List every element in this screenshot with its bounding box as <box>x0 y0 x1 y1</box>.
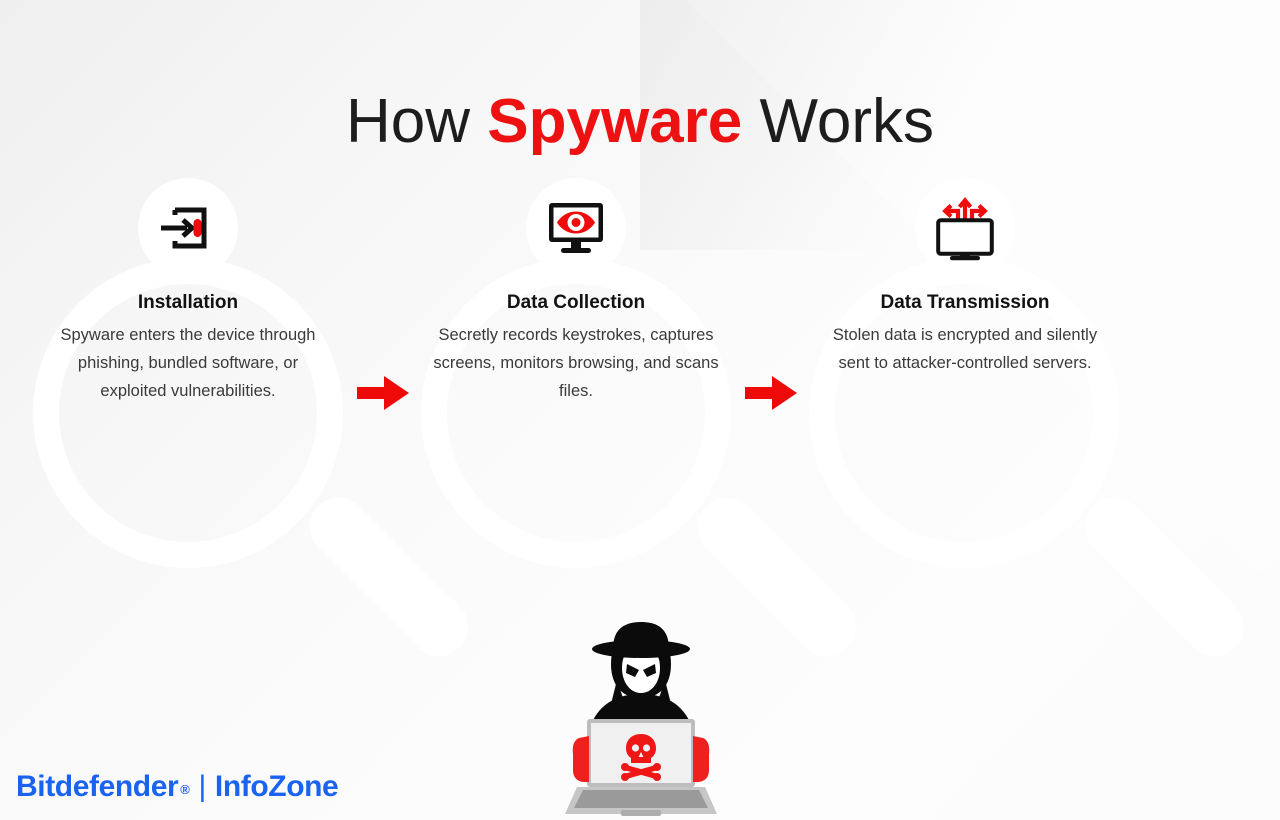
connector-arrow-2 <box>745 376 797 410</box>
arrow-right-icon <box>357 387 387 399</box>
title-prefix: How <box>345 86 488 156</box>
fedora-dent <box>629 625 653 636</box>
eye-right <box>643 664 656 677</box>
step-title: Data Collection <box>506 292 646 313</box>
product-name: InfoZone <box>214 770 339 803</box>
step-description: Stolen data is encrypted and silently se… <box>832 326 1098 372</box>
arrow-head <box>772 376 797 410</box>
brand-name: Bitdefender <box>16 770 179 803</box>
arrow-head <box>384 376 409 410</box>
eye-pupil <box>571 218 581 227</box>
upload-arrows-icon <box>942 197 988 221</box>
collar-right <box>655 680 677 728</box>
gloved-hands-icon <box>572 736 710 782</box>
registered-trademark: ® <box>180 782 190 797</box>
magnifier-handle <box>1073 485 1256 668</box>
step-text: Installation Spyware enters the device t… <box>38 290 338 405</box>
connector-arrow-1 <box>357 376 409 410</box>
title-accent: Spyware <box>487 86 743 156</box>
step-description: Spyware enters the device through phishi… <box>60 326 316 400</box>
skull-crossbones-icon <box>621 734 661 781</box>
logo-separator: | <box>198 770 206 803</box>
laptop-keyboard <box>574 790 708 808</box>
step-icon-badge <box>138 178 238 278</box>
step-icon-badge <box>526 178 626 278</box>
laptop-trackpad <box>621 810 661 816</box>
title-suffix: Works <box>742 86 935 156</box>
step-title: Installation <box>137 292 239 313</box>
login-door-icon <box>161 207 207 249</box>
arrow-right-icon <box>745 387 775 399</box>
page-title: How Spyware Works <box>0 84 1280 160</box>
hacker-at-laptop-illustration <box>565 618 717 820</box>
monitor-eye-icon <box>549 203 603 253</box>
brand-logo: Bitdefender ® | InfoZone <box>16 770 339 804</box>
step-icon-badge <box>915 178 1015 278</box>
fedora-crown-icon <box>613 622 669 649</box>
step-title: Data Transmission <box>880 292 1050 313</box>
collar-left <box>605 680 627 728</box>
monitor-arrows-icon <box>936 197 994 261</box>
eye-left <box>626 664 639 677</box>
step-description: Secretly records keystrokes, captures sc… <box>433 326 719 400</box>
step-text: Data Collection Secretly records keystro… <box>426 290 726 405</box>
step-text: Data Transmission Stolen data is encrypt… <box>815 290 1115 377</box>
door-handle-icon <box>193 219 202 237</box>
magnifier-handle <box>297 485 480 668</box>
